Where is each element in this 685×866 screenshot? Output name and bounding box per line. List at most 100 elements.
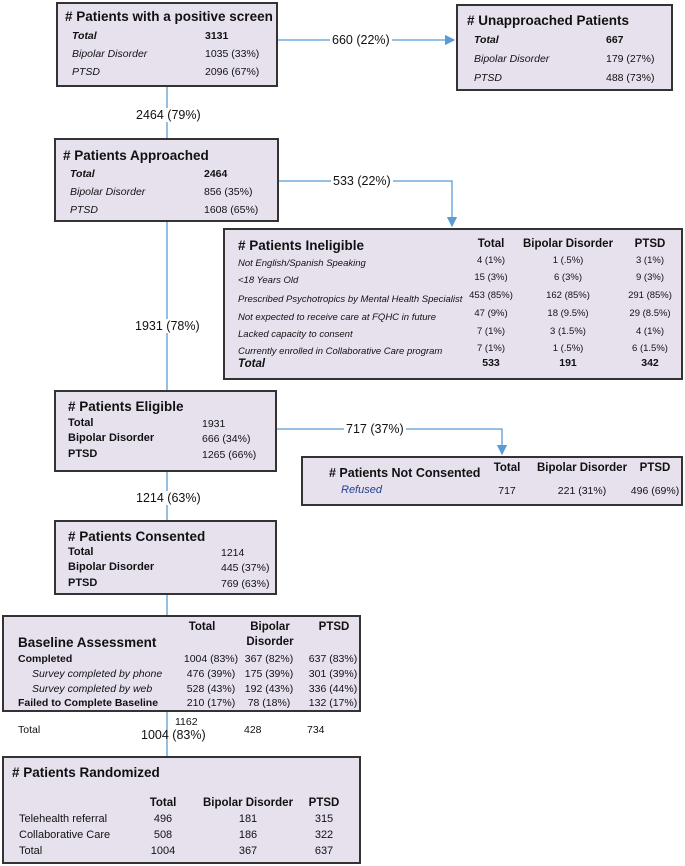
ineligible-row-label: Not expected to receive care at FQHC in … <box>238 312 437 323</box>
baseline-header-disorder: Disorder <box>246 636 294 648</box>
baseline-row-ptsd: 301 (39%) <box>308 668 358 680</box>
ineligible-row-total: 7 (1%) <box>477 343 505 354</box>
not-consented-flow-label: 717 (37%) <box>344 422 406 436</box>
unapproached-ptsd-value: 488 (73%) <box>606 72 655 84</box>
randomized-row-label: Total <box>19 845 43 857</box>
consented-total-label: Total <box>68 546 94 558</box>
ineligible-row-bipolar: 18 (9.5%) <box>547 308 589 319</box>
ineligible-row-bipolar: 1 (.5%) <box>552 343 584 354</box>
randomized-header-total: Total <box>149 797 177 809</box>
ineligible-row-ptsd: 29 (8.5%) <box>629 308 671 319</box>
randomized-row-bipolar: 186 <box>238 829 258 841</box>
unapproached-ptsd-label: PTSD <box>474 72 503 84</box>
baseline-row-bipolar: 192 (43%) <box>244 683 294 695</box>
ineligible-row-ptsd: 3 (1%) <box>636 255 664 266</box>
randomized-row-label: Telehealth referral <box>19 813 108 825</box>
not-consented-header-bipolar: Bipolar Disorder <box>536 462 628 474</box>
ineligible-row-label: Not English/Spanish Speaking <box>238 258 366 269</box>
ineligible-row-total: 453 (85%) <box>469 290 513 301</box>
approached-title: # Patients Approached <box>63 148 209 163</box>
not-consented-refused-ptsd: 496 (69%) <box>630 485 680 497</box>
consented-box: # Patients Consented Total 1214 Bipolar … <box>54 520 277 595</box>
baseline-row-total: 210 (17%) <box>186 697 236 709</box>
randomized-row-ptsd: 637 <box>314 845 334 857</box>
ineligible-row-total: 7 (1%) <box>477 326 505 337</box>
eligible-bipolar-label: Bipolar Disorder <box>68 432 155 444</box>
randomized-row-total: 508 <box>153 829 173 841</box>
ineligible-row-bipolar: 162 (85%) <box>546 290 590 301</box>
approached-bipolar-value: 856 (35%) <box>204 186 253 198</box>
ineligible-total-ptsd: 342 <box>641 357 659 369</box>
unapproached-title: # Unapproached Patients <box>467 13 630 28</box>
ineligible-row-label: Currently enrolled in Collaborative Care… <box>238 346 443 357</box>
baseline-row-ptsd: 336 (44%) <box>308 683 358 695</box>
randomized-flow-label: 1004 (83%) <box>141 728 206 742</box>
eligible-bipolar-value: 666 (34%) <box>202 433 251 445</box>
consented-title: # Patients Consented <box>68 529 206 544</box>
baseline-header-ptsd: PTSD <box>318 621 350 633</box>
ineligible-flow-label: 533 (22%) <box>331 174 393 188</box>
approached-total-value: 2464 <box>204 168 228 180</box>
positive-screen-bipolar-label: Bipolar Disorder <box>72 48 148 60</box>
ineligible-row-bipolar: 1 (.5%) <box>552 255 584 266</box>
randomized-row-bipolar: 181 <box>238 813 258 825</box>
baseline-below-total-label: Total <box>18 724 41 736</box>
unapproached-total-label: Total <box>474 34 499 46</box>
ineligible-header-ptsd: PTSD <box>634 238 666 250</box>
randomized-row-total: 1004 <box>150 845 176 857</box>
ineligible-row-ptsd: 4 (1%) <box>636 326 664 337</box>
approached-flow-label: 2464 (79%) <box>134 108 203 122</box>
ineligible-total-label: Total <box>238 358 266 370</box>
eligible-total-value: 1931 <box>202 418 226 430</box>
ineligible-title: # Patients Ineligible <box>238 238 365 253</box>
ineligible-header-bipolar: Bipolar Disorder <box>522 238 614 250</box>
eligible-ptsd-label: PTSD <box>68 448 98 460</box>
baseline-row-total: 528 (43%) <box>186 683 236 695</box>
baseline-title: Baseline Assessment <box>18 635 157 650</box>
ineligible-row-total: 4 (1%) <box>477 255 505 266</box>
positive-screen-box: # Patients with a positive screen Total … <box>56 2 278 87</box>
approached-bipolar-label: Bipolar Disorder <box>70 186 146 198</box>
unapproached-bipolar-label: Bipolar Disorder <box>474 53 550 65</box>
eligible-total-label: Total <box>68 417 94 429</box>
approached-ptsd-label: PTSD <box>70 204 99 216</box>
positive-screen-total-value: 3131 <box>205 30 229 42</box>
not-consented-refused-bipolar: 221 (31%) <box>557 485 607 497</box>
ineligible-total-bipolar: 191 <box>559 357 577 369</box>
baseline-row-bipolar: 175 (39%) <box>244 668 294 680</box>
approached-total-label: Total <box>70 168 95 180</box>
randomized-header-ptsd: PTSD <box>308 797 340 809</box>
consented-total-value: 1214 <box>221 547 245 559</box>
baseline-row-ptsd: 637 (83%) <box>308 653 358 665</box>
randomized-row-ptsd: 322 <box>314 829 334 841</box>
not-consented-title: # Patients Not Consented <box>329 466 481 480</box>
baseline-header-bipolar: Bipolar <box>250 621 290 633</box>
ineligible-row-ptsd: 9 (3%) <box>636 272 664 283</box>
baseline-row-label: Completed <box>18 653 73 665</box>
positive-screen-total-label: Total <box>72 30 97 42</box>
unapproached-total-value: 667 <box>606 34 624 46</box>
approached-ptsd-value: 1608 (65%) <box>204 204 259 216</box>
ineligible-row-total: 47 (9%) <box>474 308 508 319</box>
unapproached-flow-label: 660 (22%) <box>330 33 392 47</box>
positive-screen-title: # Patients with a positive screen <box>65 9 273 24</box>
baseline-below-total-value: 1162 <box>175 716 198 728</box>
positive-screen-ptsd-label: PTSD <box>72 66 101 78</box>
ineligible-box: # Patients Ineligible Total Bipolar Diso… <box>223 228 683 380</box>
positive-screen-bipolar-value: 1035 (33%) <box>205 48 260 60</box>
baseline-row-total: 1004 (83%) <box>183 653 239 665</box>
baseline-row-bipolar: 78 (18%) <box>247 697 291 709</box>
randomized-box: # Patients Randomized Total Bipolar Diso… <box>2 756 361 864</box>
not-consented-refused-total: 717 <box>498 485 516 497</box>
not-consented-header-ptsd: PTSD <box>639 462 671 474</box>
unapproached-bipolar-value: 179 (27%) <box>606 53 655 65</box>
eligible-box: # Patients Eligible Total 1931 Bipolar D… <box>54 390 277 472</box>
eligible-flow-label: 1931 (78%) <box>133 319 202 333</box>
ineligible-header-total: Total <box>477 238 505 250</box>
approached-box: # Patients Approached Total 2464 Bipolar… <box>54 138 279 222</box>
eligible-ptsd-value: 1265 (66%) <box>202 449 257 461</box>
not-consented-header-total: Total <box>493 462 521 474</box>
not-consented-box: # Patients Not Consented Total Bipolar D… <box>301 456 683 506</box>
randomized-row-bipolar: 367 <box>238 845 258 857</box>
positive-screen-ptsd-value: 2096 (67%) <box>205 66 260 78</box>
